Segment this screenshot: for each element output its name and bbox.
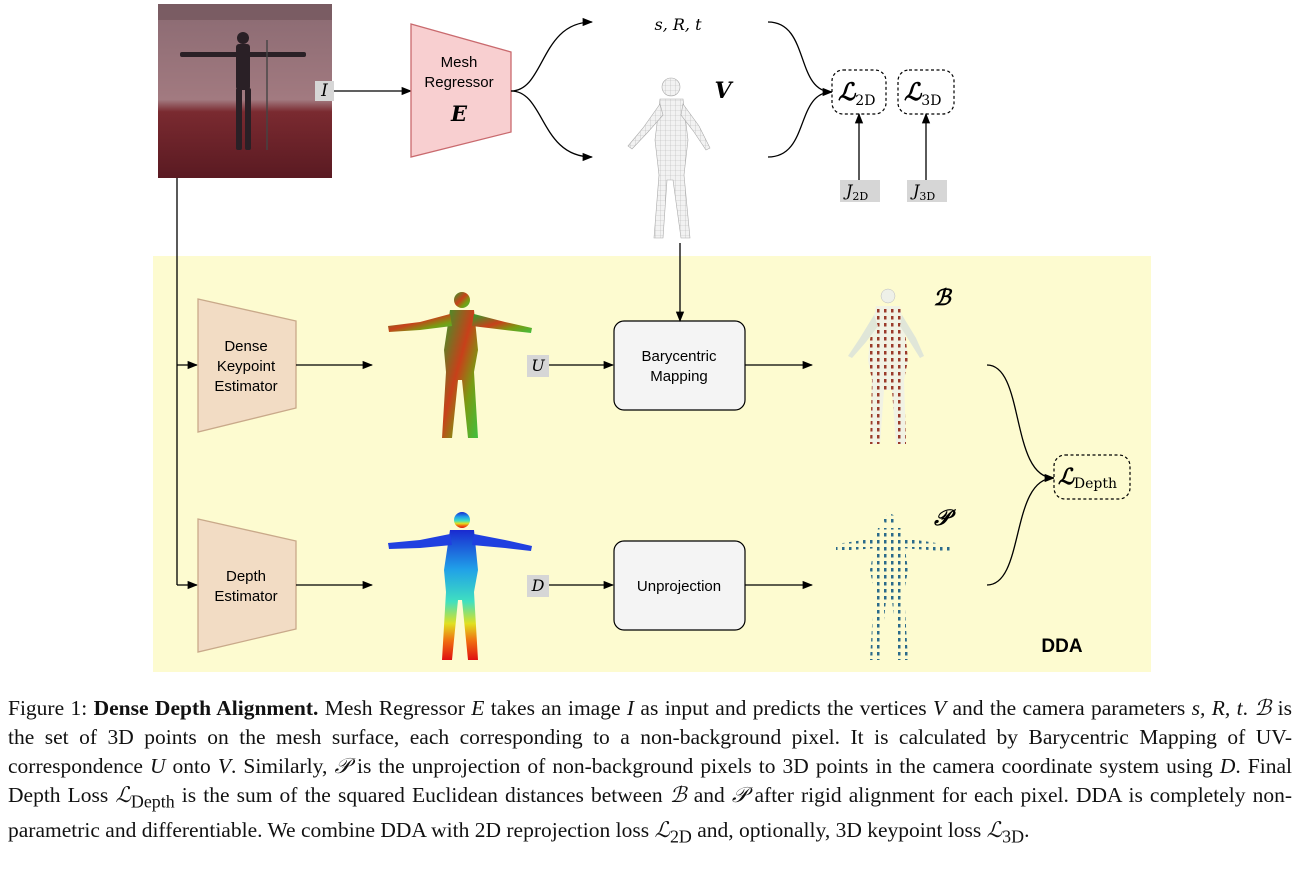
b-label: ℬ [933, 285, 953, 311]
loss-2d-box [831, 69, 887, 115]
dda-figure: I Mesh Regressor E s, R, t V ℒ2D ℒ3D J2D… [153, 4, 1151, 672]
mesh-regressor-block: Mesh Regressor E [410, 23, 512, 158]
p-point-cloud [836, 514, 954, 660]
params-label: s, R, t [654, 15, 702, 34]
svg-text:E: E [450, 101, 468, 126]
barycentric-mapping-box: Barycentric Mapping [613, 320, 746, 411]
j3d-tag [907, 180, 947, 202]
loss-2d-label: ℒ2D [838, 77, 875, 109]
svg-text:Depth: Depth [226, 568, 266, 585]
vertices-label: V [714, 78, 733, 104]
input-photo [158, 4, 332, 178]
svg-text:Barycentric: Barycentric [641, 348, 717, 365]
svg-text:Estimator: Estimator [214, 378, 277, 395]
unprojection-box: Unprojection [613, 540, 746, 631]
svg-text:Regressor: Regressor [424, 74, 493, 91]
arrow-p-to-ldepth [986, 477, 1055, 586]
svg-text:Estimator: Estimator [214, 588, 277, 605]
arrow-regressor-to-params [510, 17, 594, 92]
svg-text:Mesh: Mesh [441, 54, 478, 71]
loss-3d-label: ℒ3D [904, 77, 941, 109]
mesh-vertices-figure [627, 77, 711, 239]
loss-depth-box [1053, 454, 1131, 500]
svg-text:Unprojection: Unprojection [637, 578, 721, 595]
input-tag [315, 81, 334, 101]
b-point-cloud [848, 288, 924, 444]
figure-caption: Figure 1: Dense Depth Alignment. Mesh Re… [8, 696, 1293, 847]
dda-label: DDA [1041, 636, 1082, 657]
arrow-vertices-to-l2d [767, 91, 833, 158]
arrow-b-to-ldepth [986, 364, 1056, 483]
uv-label: U [531, 356, 545, 375]
arrow-regressor-to-vertices [510, 90, 594, 162]
depth-label: D [531, 576, 545, 595]
j2d-tag [840, 180, 880, 202]
svg-text:Dense: Dense [224, 338, 267, 355]
input-label: I [320, 81, 328, 101]
depth-map-figure [388, 512, 532, 660]
uv-correspondence-figure [388, 292, 532, 438]
depth-tag [527, 575, 549, 597]
arrow-params-to-l2d [767, 21, 834, 97]
svg-text:Keypoint: Keypoint [217, 358, 276, 375]
j3d-label: J3D [910, 181, 935, 203]
loss-depth-label: ℒDepth [1058, 464, 1117, 492]
svg-text:Mapping: Mapping [650, 368, 708, 385]
depth-estimator: Depth Estimator [197, 518, 297, 653]
j2d-label: J2D [843, 181, 868, 203]
dense-keypoint-estimator: Dense Keypoint Estimator [197, 298, 297, 433]
uv-tag [527, 355, 549, 377]
